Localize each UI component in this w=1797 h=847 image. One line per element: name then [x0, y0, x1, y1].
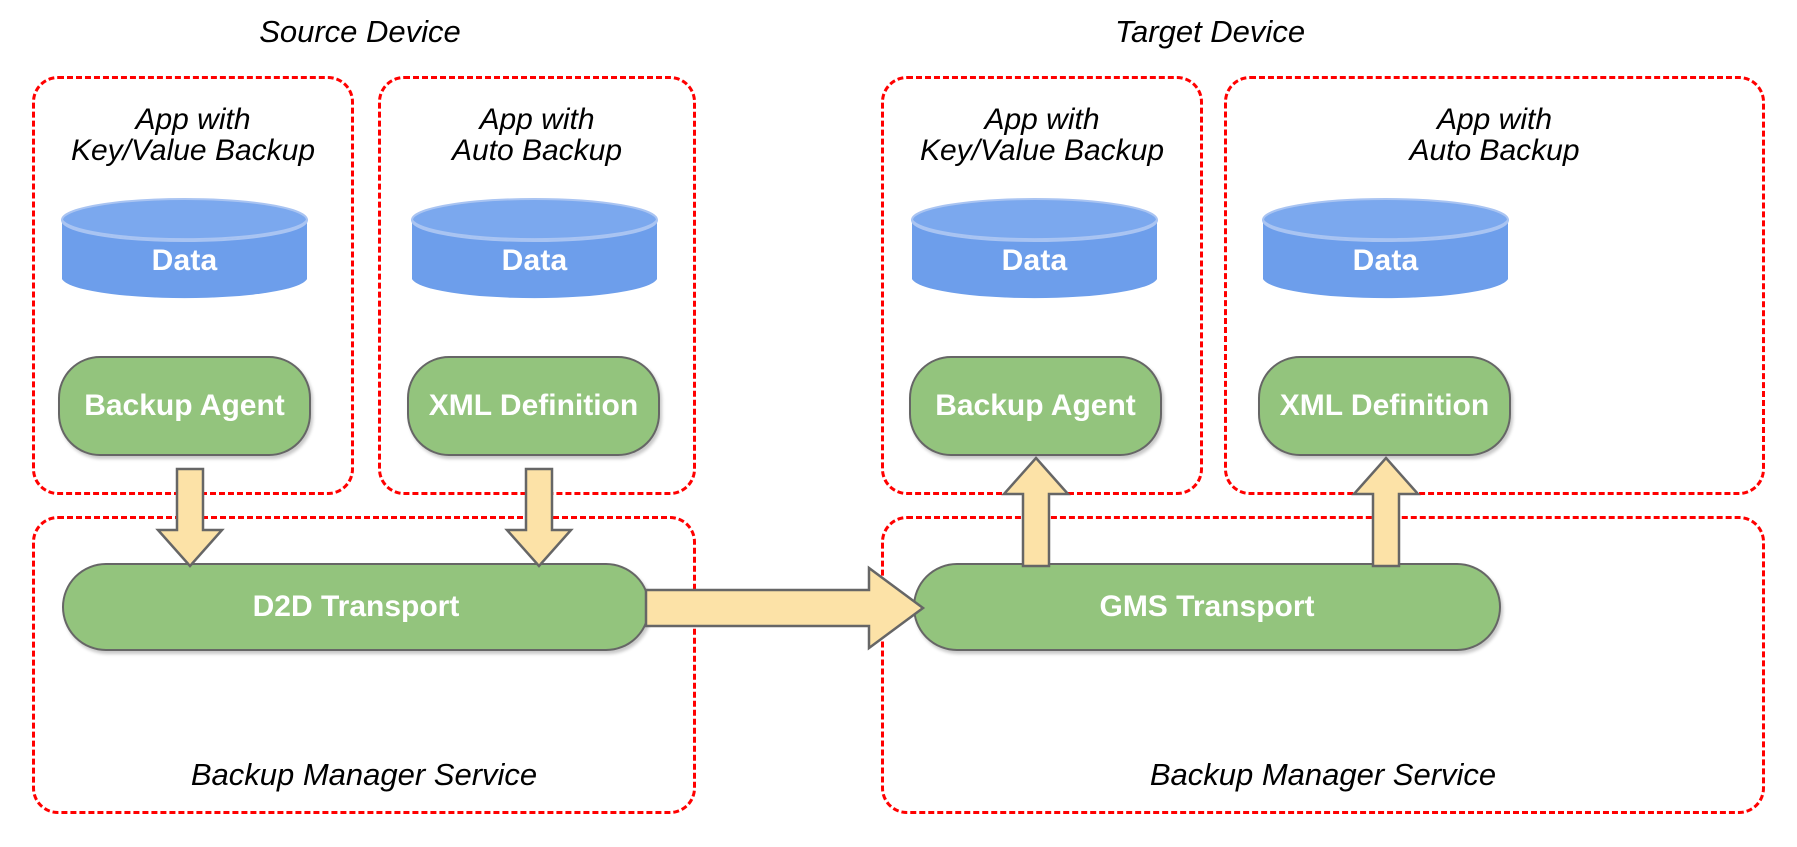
source-app-autobackup-data-cylinder: Data: [411, 198, 658, 301]
target-backup-agent-pill: Backup Agent: [909, 356, 1162, 456]
target-xml-definition-pill: XML Definition: [1258, 356, 1511, 456]
target-app-autobackup-data-cylinder: Data: [1262, 198, 1509, 301]
arrow-d2d-transport-to-gms-transport-icon: [644, 565, 926, 651]
gms-transport-label: GMS Transport: [1099, 590, 1315, 623]
target-app-autobackup-data-label: Data: [1352, 244, 1419, 277]
target-app-autobackup-label: App with Auto Backup: [1409, 103, 1580, 167]
source-xml-definition-label: XML Definition: [428, 389, 639, 422]
arrow-gms-transport-to-xml-definition-icon: [1351, 456, 1421, 568]
target-backup-manager-service-label: Backup Manager Service: [1149, 757, 1497, 792]
source-app-keyvalue-data-cylinder: Data: [61, 198, 308, 301]
gms-transport-pill: GMS Transport: [913, 563, 1501, 651]
arrow-gms-transport-to-backup-agent-icon: [1001, 456, 1071, 568]
arrow-xml-definition-to-d2d-transport-icon: [504, 467, 574, 568]
target-app-keyvalue-data-cylinder: Data: [911, 198, 1158, 301]
target-app-autobackup-container: App with Auto Backup: [1224, 76, 1765, 495]
source-xml-definition-pill: XML Definition: [407, 356, 660, 456]
d2d-transport-pill: D2D Transport: [62, 563, 650, 651]
source-app-keyvalue-data-label: Data: [151, 244, 218, 277]
source-backup-manager-service-label: Backup Manager Service: [190, 757, 538, 792]
target-app-keyvalue-data-label: Data: [1001, 244, 1068, 277]
target-xml-definition-label: XML Definition: [1279, 389, 1490, 422]
target-app-keyvalue-label: App with Key/Value Backup: [919, 103, 1165, 167]
target-backup-manager-service-container: Backup Manager Service: [881, 516, 1765, 814]
d2d-transport-label: D2D Transport: [252, 590, 460, 623]
source-app-autobackup-label: App with Auto Backup: [451, 103, 623, 167]
source-backup-agent-pill: Backup Agent: [58, 356, 311, 456]
source-backup-manager-service-container: Backup Manager Service: [32, 516, 696, 814]
target-backup-agent-label: Backup Agent: [935, 389, 1136, 422]
source-app-autobackup-container: App with Auto Backup: [378, 76, 696, 495]
source-app-keyvalue-label: App with Key/Value Backup: [70, 103, 316, 167]
source-device-title: Source Device: [259, 14, 461, 49]
target-device-title: Target Device: [1114, 14, 1306, 49]
source-backup-agent-label: Backup Agent: [84, 389, 285, 422]
source-app-autobackup-data-label: Data: [501, 244, 568, 277]
arrow-backup-agent-to-d2d-transport-icon: [155, 467, 225, 568]
